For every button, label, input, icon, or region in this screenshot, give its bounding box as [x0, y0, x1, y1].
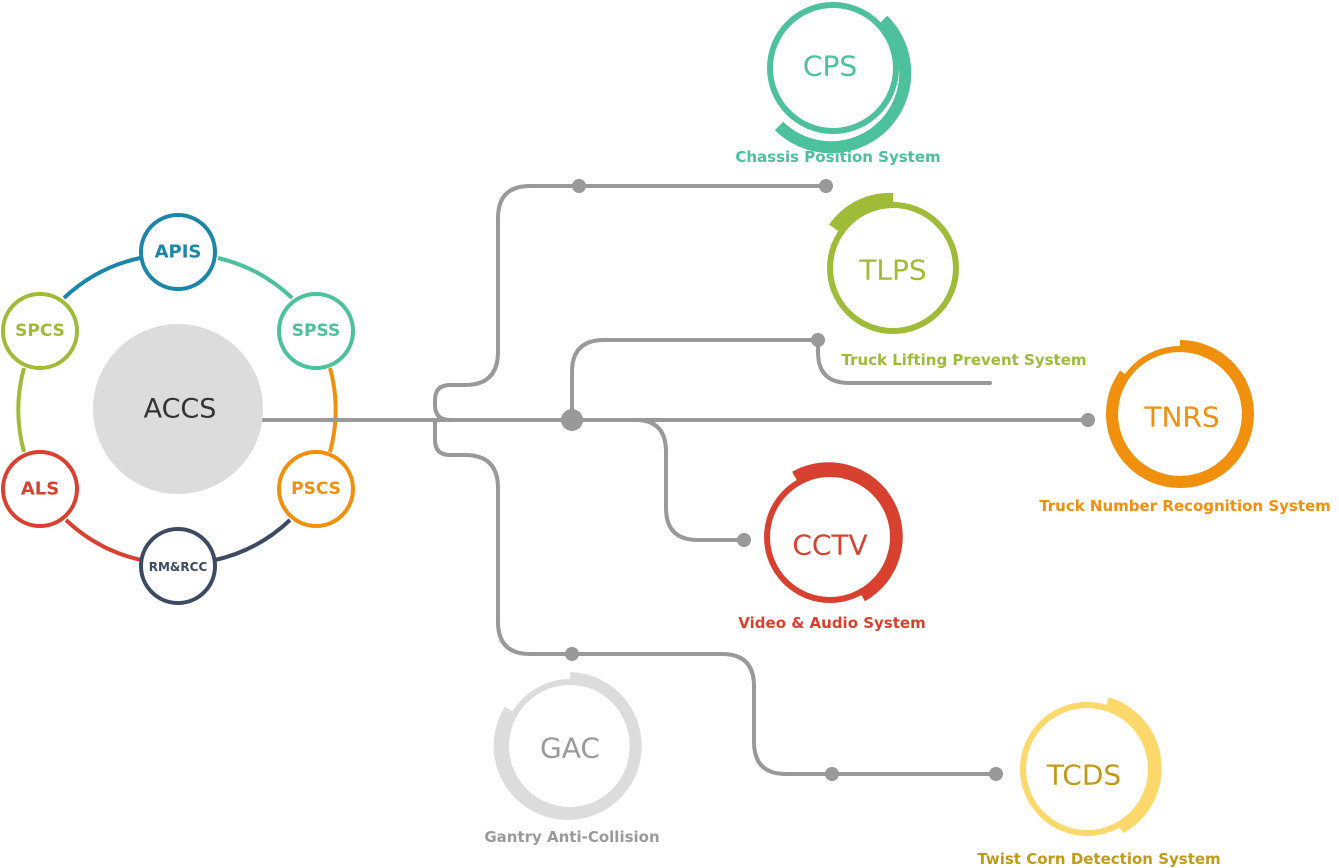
junction-dots	[561, 179, 1095, 781]
branch-tlps	[570, 338, 820, 422]
system-ring	[827, 202, 959, 334]
ring-node-rmrcc[interactable]: RM&RCC	[139, 527, 217, 605]
ring-node-spcs[interactable]: SPCS	[1, 292, 79, 370]
system-node-cctv[interactable]: CCTV Video & Audio System	[738, 462, 926, 632]
system-ring-accent	[774, 15, 912, 154]
ring-node-circle	[139, 527, 217, 605]
ring-node-pscs[interactable]: PSCS	[277, 450, 355, 528]
ring-arc-als-spcs	[16, 367, 26, 453]
ring-arc-spss-pscs	[328, 367, 338, 453]
hub-circle	[93, 324, 263, 494]
ring-node-circle	[277, 450, 355, 528]
system-ring-accent	[1105, 697, 1162, 834]
system-label: TCDS	[1046, 759, 1121, 792]
ring-node-label: PSCS	[291, 479, 341, 499]
ring-arc-rmrcc-als	[64, 518, 142, 562]
system-label: GAC	[540, 732, 600, 765]
ring-node-spss[interactable]: SPSS	[277, 292, 355, 370]
system-caption: Truck Number Recognition System	[1039, 497, 1331, 515]
ring-node-als[interactable]: ALS	[1, 450, 79, 528]
ring-node-label: SPCS	[15, 321, 65, 341]
ring-node-apis[interactable]: APIS	[139, 213, 217, 291]
junction-dot-cps-1	[572, 179, 586, 193]
system-label: CPS	[803, 50, 857, 83]
hub-label: ACCS	[144, 394, 217, 425]
junction-dot-tcds-1	[825, 767, 839, 781]
hub-ring	[16, 256, 338, 562]
system-caption: Gantry Anti-Collision	[484, 828, 659, 846]
ring-arc-pscs-rmrcc	[214, 518, 292, 562]
system-caption: Video & Audio System	[738, 614, 925, 632]
system-node-tnrs[interactable]: TNRS Truck Number Recognition System	[1039, 340, 1331, 515]
ring-node-label: ALS	[21, 479, 59, 500]
branch-cps	[260, 184, 828, 422]
junction-dot-tnrs	[1081, 413, 1095, 427]
ring-node-label: SPSS	[292, 321, 340, 341]
system-node-cps[interactable]: CPS Chassis Position System	[735, 2, 941, 166]
branch-gac-tcds	[433, 418, 998, 776]
ring-arc-spcs-apis	[62, 256, 141, 300]
system-node-gac[interactable]: GAC Gantry Anti-Collision	[484, 672, 660, 846]
ring-node-circle	[1, 450, 79, 528]
system-ring-accent	[493, 672, 642, 820]
ring-node-circle	[1, 292, 79, 370]
junction-dot-tlps	[811, 333, 825, 347]
system-label: TNRS	[1143, 401, 1219, 434]
system-ring	[767, 2, 899, 134]
system-ring-accent	[1106, 340, 1254, 488]
branch-tlps-tail	[816, 338, 992, 385]
system-caption: Twist Corn Detection System	[977, 850, 1220, 868]
ring-node-circle	[277, 292, 355, 370]
system-ring-accent	[829, 192, 894, 232]
system-label: CCTV	[792, 529, 867, 562]
junction-dot-gac	[565, 647, 579, 661]
junction-dot-tcds-2	[989, 767, 1003, 781]
ring-node-label: RM&RCC	[149, 560, 208, 574]
connector-lines	[260, 184, 1090, 776]
system-node-tcds[interactable]: TCDS Twist Corn Detection System	[977, 697, 1221, 868]
system-node-tlps[interactable]: TLPS Truck Lifting Prevent System	[827, 192, 1087, 369]
system-ring-accent	[792, 462, 903, 602]
ring-node-label: APIS	[155, 242, 202, 263]
junction-dot-cctv	[737, 533, 751, 547]
system-caption: Chassis Position System	[735, 148, 940, 166]
junction-dot-main	[561, 409, 583, 431]
ring-node-circle	[139, 213, 217, 291]
junction-dot-cps-2	[819, 179, 833, 193]
branch-cctv	[634, 418, 746, 542]
hub-node[interactable]: ACCS	[93, 324, 263, 494]
system-caption: Truck Lifting Prevent System	[842, 351, 1087, 369]
system-label: TLPS	[858, 254, 926, 287]
ring-arc-apis-spss	[217, 256, 294, 300]
